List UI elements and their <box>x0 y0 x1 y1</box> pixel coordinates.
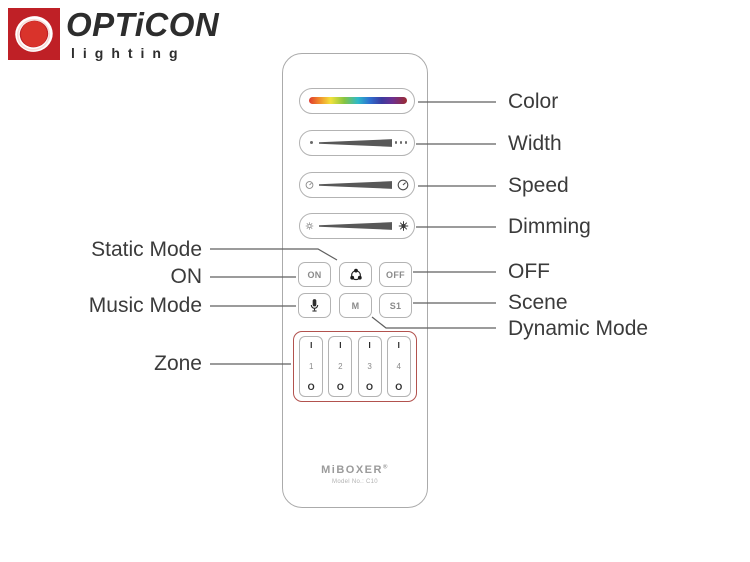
zone-button-4[interactable]: I 4 O <box>386 336 411 397</box>
zone-number: 4 <box>396 361 401 371</box>
static-mode-button[interactable] <box>339 262 372 287</box>
speed-track <box>319 181 392 189</box>
zone-number: 2 <box>338 361 343 371</box>
microphone-icon <box>310 299 319 312</box>
zone-rocker-on[interactable]: I <box>310 341 313 350</box>
zone-rocker-off[interactable]: O <box>395 382 403 392</box>
zone-rocker-off[interactable]: O <box>366 382 374 392</box>
label-music-mode: Music Mode <box>88 294 202 317</box>
music-mode-button[interactable] <box>298 293 331 318</box>
zone-button-2[interactable]: I 2 O <box>328 336 353 397</box>
speed-dial-small-icon <box>305 181 314 190</box>
width-track <box>319 139 392 147</box>
color-cycle-icon <box>349 268 362 280</box>
scene-button[interactable]: S1 <box>379 293 412 318</box>
sun-bright-icon <box>398 221 409 232</box>
zone-rocker-on[interactable]: I <box>397 341 400 350</box>
label-width: Width <box>508 132 562 155</box>
zone-rocker-on[interactable]: I <box>368 341 371 350</box>
ellipsis-icon <box>394 141 407 144</box>
rainbow-gradient-bar <box>309 97 407 104</box>
remote-model-number: Model No.: C10 <box>332 479 378 485</box>
trademark-symbol: ® <box>382 464 389 471</box>
zone-group: I 1 O I 2 O I 3 O I 4 O <box>293 331 417 402</box>
label-dimming: Dimming <box>508 215 591 238</box>
logo-mark <box>8 8 60 60</box>
zone-rocker-off[interactable]: O <box>307 382 315 392</box>
label-scene: Scene <box>508 291 568 314</box>
brand-tagline: lighting <box>71 45 186 61</box>
zone-number: 1 <box>308 361 314 371</box>
zone-button-3[interactable]: I 3 O <box>357 336 382 397</box>
label-on: ON <box>170 265 203 288</box>
zone-number: 3 <box>367 361 372 371</box>
label-off: OFF <box>508 260 550 283</box>
remote-brand: MiBOXER® <box>321 464 389 476</box>
zone-rocker-on[interactable]: I <box>339 341 342 350</box>
label-speed: Speed <box>508 174 569 197</box>
ring-icon <box>15 16 53 52</box>
dot-icon <box>310 141 313 144</box>
dimming-track <box>319 222 392 230</box>
remote-body: ON OFF M S1 I 1 O <box>282 53 428 508</box>
color-slider[interactable] <box>299 88 415 114</box>
off-button[interactable]: OFF <box>379 262 412 287</box>
sun-dim-icon <box>305 222 314 231</box>
brand-name: OPTiCON <box>66 6 220 43</box>
dynamic-mode-button[interactable]: M <box>339 293 372 318</box>
dimming-slider[interactable] <box>299 213 415 239</box>
zone-button-1[interactable]: I 1 O <box>299 336 324 397</box>
speed-dial-large-icon <box>397 179 409 191</box>
on-button[interactable]: ON <box>298 262 331 287</box>
label-color: Color <box>508 90 559 113</box>
label-static-mode: Static Mode <box>91 238 202 261</box>
zone-rocker-off[interactable]: O <box>336 382 344 392</box>
width-slider[interactable] <box>299 130 415 156</box>
label-zone: Zone <box>154 352 202 375</box>
speed-slider[interactable] <box>299 172 415 198</box>
label-dynamic-mode: Dynamic Mode <box>508 317 649 340</box>
